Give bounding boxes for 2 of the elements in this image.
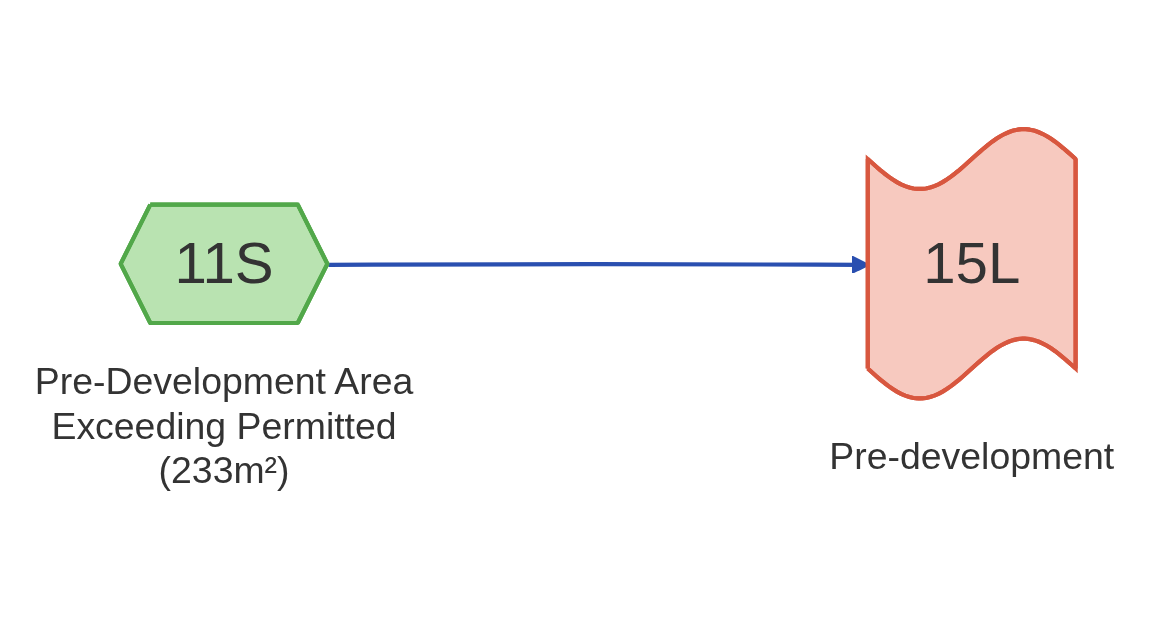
node-caption: Pre-Development Area Exceeding Permitted (233m²) <box>34 359 414 492</box>
node-caption: Pre-development <box>829 435 1115 478</box>
